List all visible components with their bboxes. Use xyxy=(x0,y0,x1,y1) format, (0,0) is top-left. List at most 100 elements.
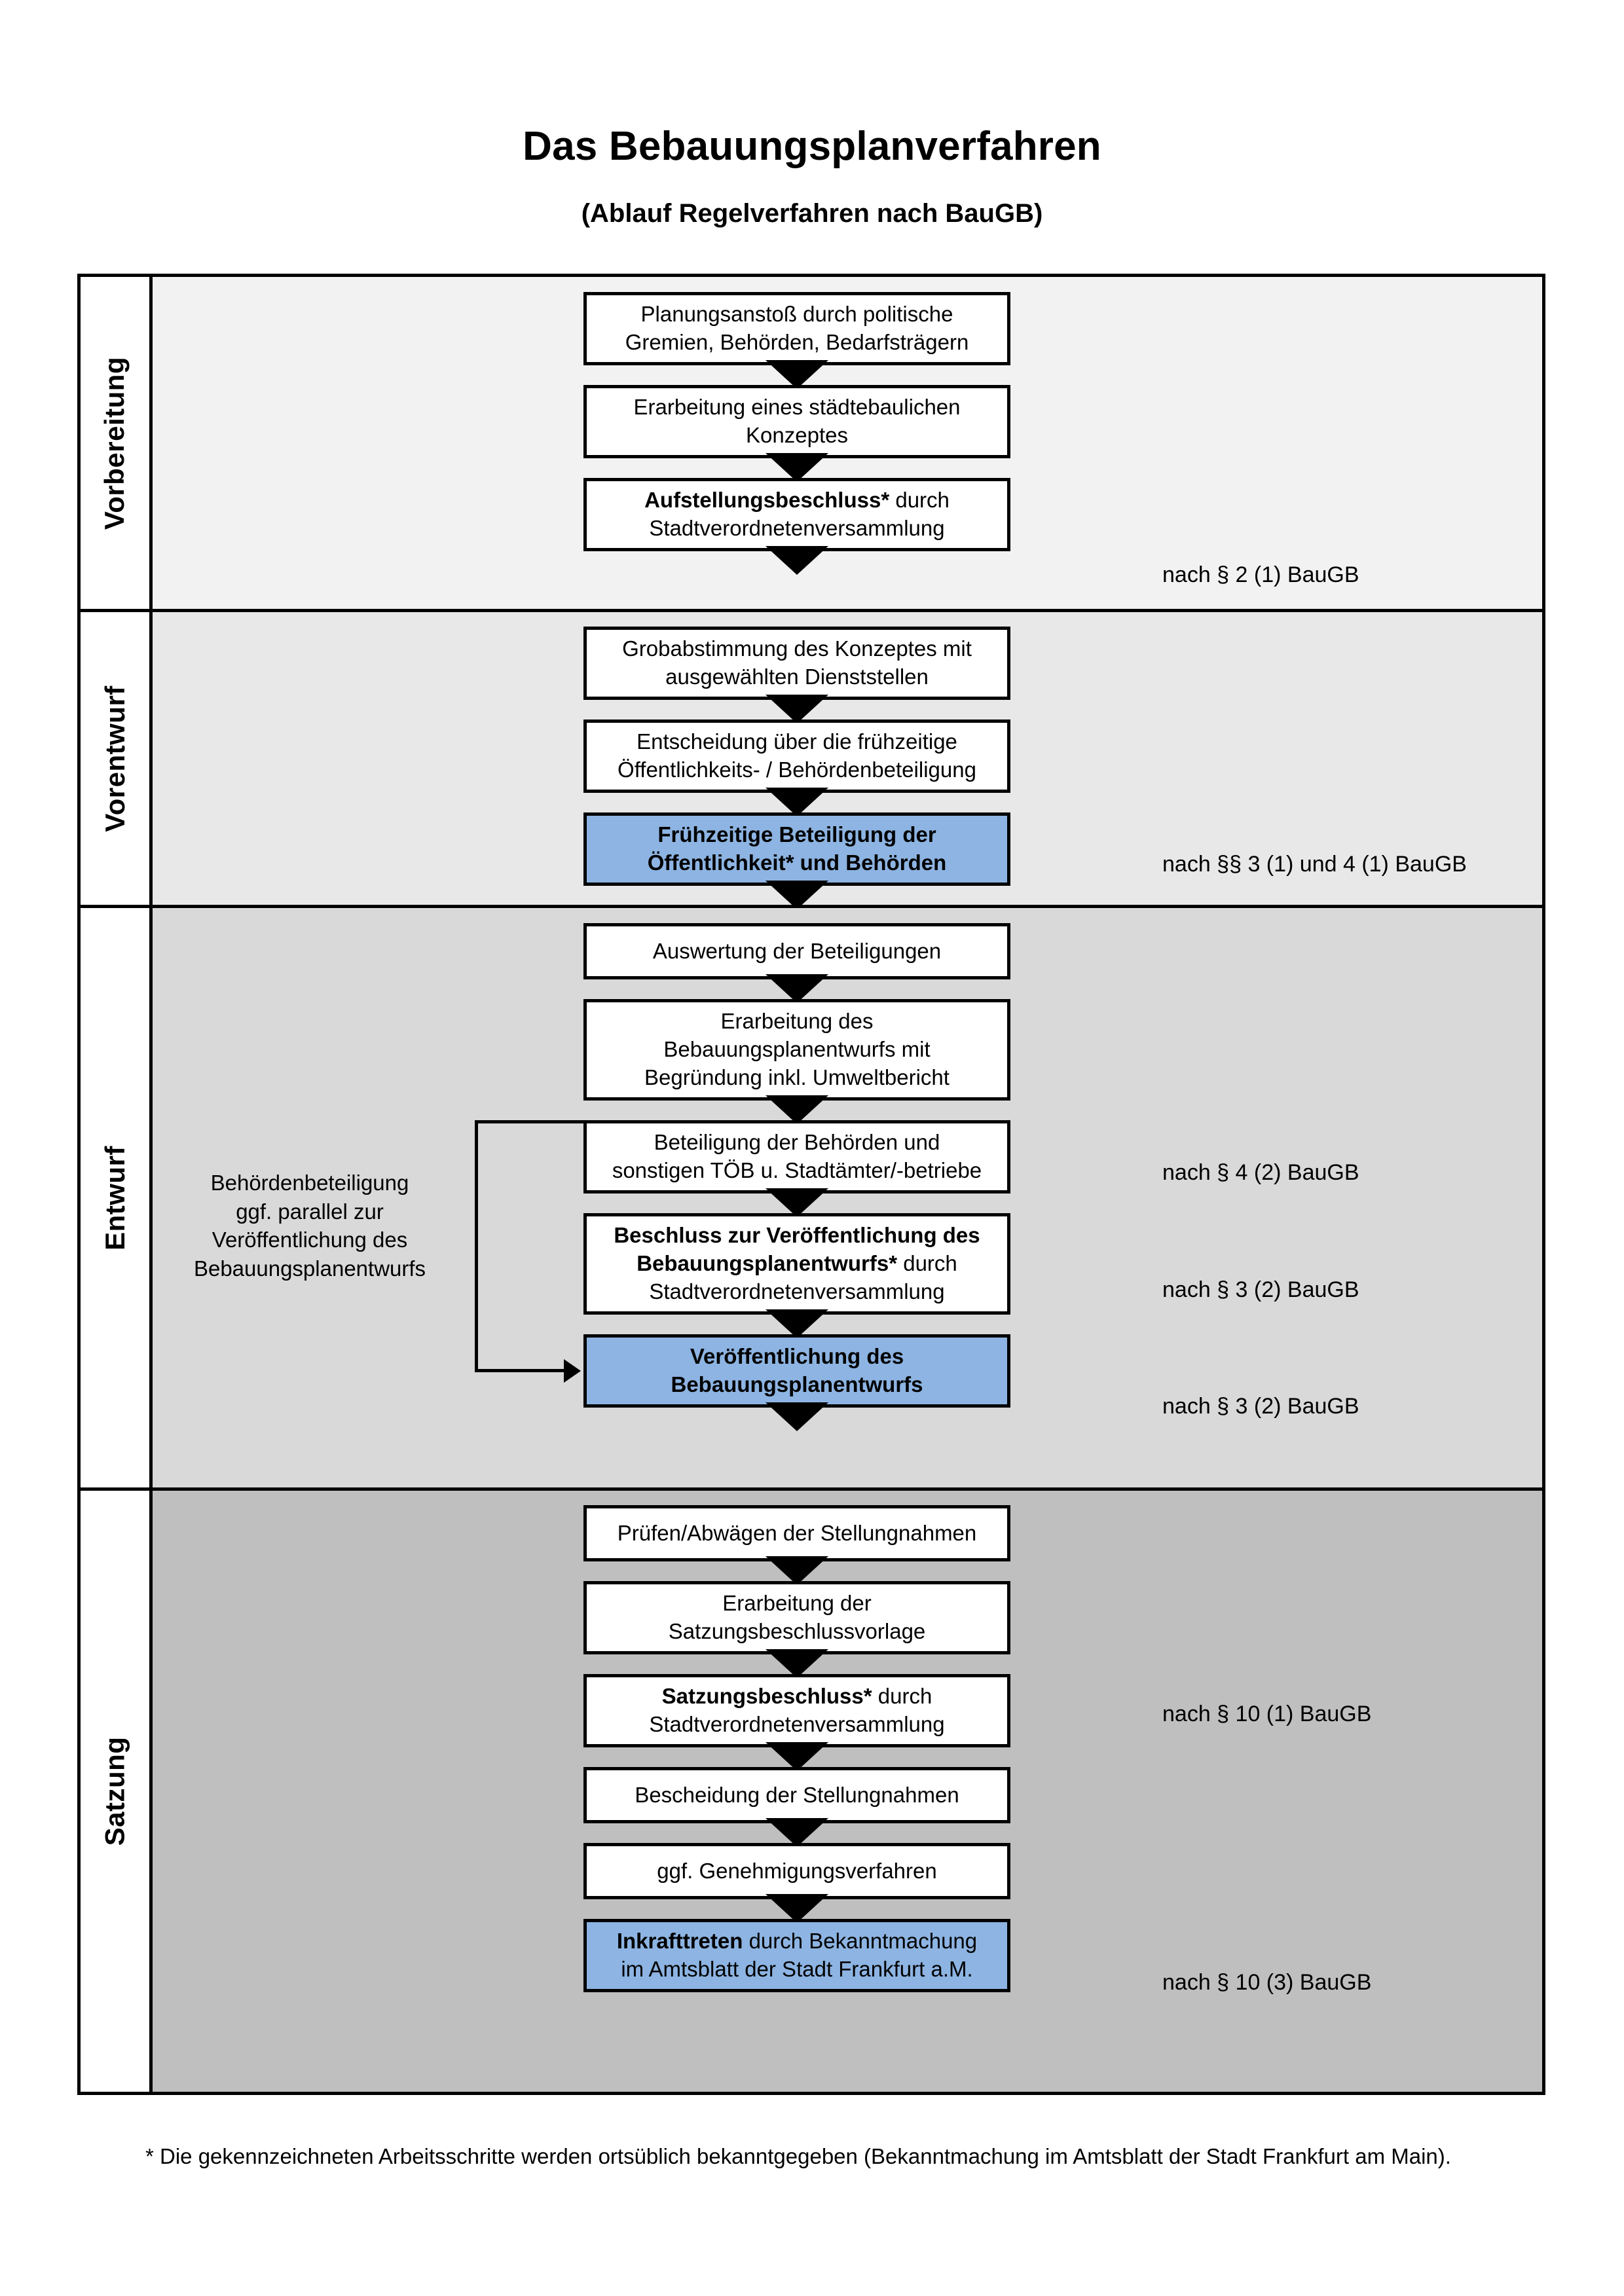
law-note-5: nach § 3 (2) BauGB xyxy=(1162,1394,1359,1419)
step-box-entscheidung-fruehzeitige-beteiligung[interactable]: Entscheidung über die frühzeitige Öffent… xyxy=(583,720,1010,793)
step-line: Erarbeitung der xyxy=(722,1591,872,1616)
arrow-down-icon xyxy=(766,1402,828,1431)
step-line: sonstigen TÖB u. Stadtämter/-betriebe xyxy=(612,1158,982,1182)
step-box-auswertung-beteiligungen[interactable]: Auswertung der Beteiligungen xyxy=(583,923,1010,979)
phase-body-vorbereitung: Planungsanstoß durch politische Gremien,… xyxy=(153,277,1542,609)
step-line: durch Bekanntmachung xyxy=(743,1929,978,1954)
arrow-down-icon xyxy=(766,546,828,575)
title-block: Das Bebauungsplanverfahren (Ablauf Regel… xyxy=(0,124,1624,228)
arrow-down-icon xyxy=(766,1649,828,1678)
side-note-line: Veröffentlichung des xyxy=(212,1228,408,1252)
step-line-bold: Bebauungsplanentwurfs xyxy=(671,1372,923,1396)
law-note-6: nach § 10 (1) BauGB xyxy=(1162,1702,1372,1726)
step-box-bescheidung-stellungnahmen[interactable]: Bescheidung der Stellungnahmen xyxy=(583,1767,1010,1823)
arrow-down-icon xyxy=(766,1188,828,1217)
bracket-connector xyxy=(475,1120,593,1383)
step-box-veroeffentlichung-bebauungsplanentwurf[interactable]: Veröffentlichung des Bebauungsplanentwur… xyxy=(583,1334,1010,1408)
phase-label-text: Entwurf xyxy=(99,1145,130,1250)
step-box-genehmigungsverfahren[interactable]: ggf. Genehmigungsverfahren xyxy=(583,1843,1010,1899)
step-box-staedtebauliches-konzept[interactable]: Erarbeitung eines städtebaulichen Konzep… xyxy=(583,385,1010,458)
side-note-line: Behördenbeteiligung xyxy=(210,1171,409,1195)
step-box-pruefen-abwaegen[interactable]: Prüfen/Abwägen der Stellungnahmen xyxy=(583,1505,1010,1561)
step-line: Satzungsbeschlussvorlage xyxy=(668,1619,926,1643)
page-title: Das Bebauungsplanverfahren xyxy=(523,124,1101,169)
step-line: Stadtverordnetenversammlung xyxy=(649,1712,945,1736)
step-line: durch xyxy=(889,488,950,513)
step-line-bold: Veröffentlichung des xyxy=(690,1344,904,1369)
step-line-bold: Bebauungsplanentwurfs* xyxy=(637,1251,898,1276)
step-line: im Amtsblatt der Stadt Frankfurt a.M. xyxy=(621,1957,973,1981)
law-note-3: nach § 4 (2) BauGB xyxy=(1162,1160,1359,1185)
step-box-planungsanstoss[interactable]: Planungsanstoß durch politische Gremien,… xyxy=(583,292,1010,365)
step-box-beteiligung-behoerden-toeb[interactable]: Beteiligung der Behörden und sonstigen T… xyxy=(583,1120,1010,1194)
step-line: Grobabstimmung des Konzeptes mit xyxy=(622,636,972,661)
step-line-bold: Aufstellungsbeschluss* xyxy=(644,488,890,513)
bracket-segment-top xyxy=(475,1120,586,1123)
phase-row-vorentwurf: Vorentwurf Grobabstimmung des Konzeptes … xyxy=(81,612,1542,909)
phase-label-vorbereitung: Vorbereitung xyxy=(81,277,153,609)
arrow-down-icon xyxy=(766,788,828,816)
step-line: Planungsanstoß durch politische xyxy=(640,302,953,327)
arrow-right-icon xyxy=(564,1359,581,1383)
step-line: Entscheidung über die frühzeitige xyxy=(637,729,957,754)
side-note-behoerdenbeteiligung: Behördenbeteiligung ggf. parallel zur Ve… xyxy=(162,1169,457,1283)
step-line: Beteiligung der Behörden und xyxy=(654,1130,940,1155)
footnote: * Die gekennzeichneten Arbeitsschritte w… xyxy=(145,2144,1451,2168)
step-line: Gremien, Behörden, Bedarfsträgern xyxy=(625,330,969,354)
phase-label-vorentwurf: Vorentwurf xyxy=(81,612,153,905)
side-note-line: ggf. parallel zur xyxy=(236,1199,384,1224)
law-note-2: nach §§ 3 (1) und 4 (1) BauGB xyxy=(1162,852,1467,877)
step-line-bold: Öffentlichkeit* und Behörden xyxy=(647,850,947,875)
step-line: Begründung inkl. Umweltbericht xyxy=(644,1065,950,1089)
law-note-4: nach § 3 (2) BauGB xyxy=(1162,1277,1359,1302)
step-box-erarbeitung-satzungsbeschlussvorlage[interactable]: Erarbeitung der Satzungsbeschlussvorlage xyxy=(583,1581,1010,1654)
step-line-bold: Inkrafttreten xyxy=(616,1929,743,1954)
step-line: Stadtverordnetenversammlung xyxy=(649,516,945,540)
bracket-segment-vertical xyxy=(475,1120,478,1372)
step-line: durch xyxy=(897,1251,957,1276)
arrow-down-icon xyxy=(766,974,828,1003)
step-line: Auswertung der Beteiligungen xyxy=(652,938,942,963)
step-box-beschluss-veroeffentlichung[interactable]: Beschluss zur Veröffentlichung des Bebau… xyxy=(583,1213,1010,1315)
step-line-bold: Frühzeitige Beteiligung der xyxy=(657,822,936,847)
arrow-down-icon xyxy=(766,1894,828,1923)
arrow-down-icon xyxy=(766,1309,828,1338)
law-note-1: nach § 2 (1) BauGB xyxy=(1162,562,1359,587)
step-box-grobabstimmung[interactable]: Grobabstimmung des Konzeptes mit ausgewä… xyxy=(583,627,1010,700)
phase-label-text: Satzung xyxy=(99,1736,130,1846)
step-line-bold: Satzungsbeschluss* xyxy=(661,1684,872,1709)
step-line: Prüfen/Abwägen der Stellungnahmen xyxy=(617,1520,977,1545)
phase-body-satzung: Prüfen/Abwägen der Stellungnahmen Erarbe… xyxy=(153,1491,1542,2092)
step-box-aufstellungsbeschluss[interactable]: Aufstellungsbeschluss* durch Stadtverord… xyxy=(583,478,1010,551)
arrow-down-icon xyxy=(766,360,828,389)
arrow-down-icon xyxy=(766,1095,828,1124)
page-subtitle: (Ablauf Regelverfahren nach BauGB) xyxy=(581,199,1043,228)
flowchart-frame: Vorbereitung Planungsanstoß durch politi… xyxy=(77,274,1545,2095)
phase-label-text: Vorentwurf xyxy=(99,685,130,832)
step-box-fruehzeitige-beteiligung[interactable]: Frühzeitige Beteiligung der Öffentlichke… xyxy=(583,812,1010,886)
law-note-7: nach § 10 (3) BauGB xyxy=(1162,1970,1372,1995)
step-line: Bebauungsplanentwurfs mit xyxy=(663,1037,931,1062)
arrow-down-icon xyxy=(766,695,828,723)
step-line: Stadtverordnetenversammlung xyxy=(649,1279,945,1303)
step-line: Bescheidung der Stellungnahmen xyxy=(635,1782,959,1807)
step-line: durch xyxy=(872,1684,932,1709)
bracket-segment-bottom xyxy=(475,1369,566,1372)
arrow-down-icon xyxy=(766,1556,828,1585)
phase-body-entwurf: Auswertung der Beteiligungen Erarbeitung… xyxy=(153,908,1542,1487)
step-line: Öffentlichkeits- / Behördenbeteiligung xyxy=(618,757,976,782)
step-line: ggf. Genehmigungsverfahren xyxy=(657,1858,937,1883)
step-line: Konzeptes xyxy=(746,423,848,447)
phase-body-vorentwurf: Grobabstimmung des Konzeptes mit ausgewä… xyxy=(153,612,1542,909)
phase-label-text: Vorbereitung xyxy=(99,356,130,530)
step-box-inkrafttreten[interactable]: Inkrafttreten durch Bekanntmachung im Am… xyxy=(583,1919,1010,1992)
phase-row-entwurf: Entwurf Auswertung der Beteiligungen Era… xyxy=(81,908,1542,1491)
phase-row-vorbereitung: Vorbereitung Planungsanstoß durch politi… xyxy=(81,277,1542,612)
step-box-erarbeitung-bebauungsplanentwurf[interactable]: Erarbeitung des Bebauungsplanentwurfs mi… xyxy=(583,999,1010,1101)
arrow-down-icon xyxy=(766,1818,828,1847)
phase-label-satzung: Satzung xyxy=(81,1491,153,2092)
step-line-bold: Beschluss zur Veröffentlichung des xyxy=(614,1223,980,1248)
step-box-satzungsbeschluss[interactable]: Satzungsbeschluss* durch Stadtverordnete… xyxy=(583,1674,1010,1747)
arrow-down-icon xyxy=(766,453,828,482)
step-line: ausgewählten Dienststellen xyxy=(665,665,929,689)
